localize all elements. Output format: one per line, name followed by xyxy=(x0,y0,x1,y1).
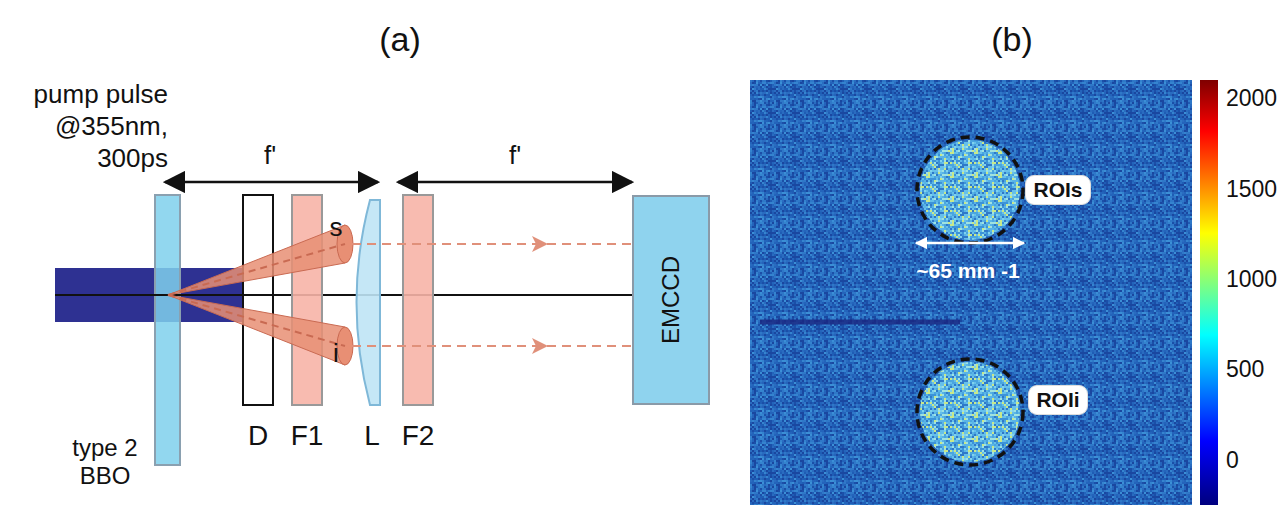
signal-beam xyxy=(352,243,632,245)
focal-length-arrow xyxy=(398,181,632,184)
idler-beam xyxy=(352,345,632,347)
beam-arrowhead xyxy=(532,236,548,252)
focal-length-arrow xyxy=(165,181,378,184)
roi-circle xyxy=(917,137,1023,243)
camera-box: EMCCD xyxy=(632,195,710,405)
part-label: F2 xyxy=(402,420,435,452)
signal-ray xyxy=(168,244,345,295)
colorbar-tick: 1500 xyxy=(1226,176,1277,202)
filter-f1 xyxy=(292,195,322,405)
part-label: pump pulse @355nm, 300ps xyxy=(3,78,168,174)
colorbar-tick: 0 xyxy=(1226,447,1239,473)
part-label: f' xyxy=(509,141,521,171)
idler-spot xyxy=(920,362,1020,462)
panel-label: (b) xyxy=(991,20,1033,59)
node-text: EMCCD xyxy=(657,256,685,344)
panel-label: (a) xyxy=(379,20,421,59)
signal-cone xyxy=(168,225,345,295)
node-text: ROIi xyxy=(1036,388,1079,412)
lens-l xyxy=(357,200,381,405)
node-text: ROIs xyxy=(1033,178,1082,202)
signal-spot xyxy=(920,140,1020,240)
colorbar-tick: 1000 xyxy=(1226,266,1277,292)
bbo-crystal xyxy=(155,195,180,465)
filter-f2 xyxy=(403,195,433,405)
camera-image xyxy=(750,80,1192,505)
pump-residue xyxy=(760,320,960,325)
idler-ray xyxy=(168,295,345,346)
optical-axis xyxy=(55,294,632,296)
colorbar xyxy=(1200,80,1218,505)
part-label: type 2 BBO xyxy=(58,434,153,489)
part-label: D xyxy=(248,420,268,452)
colorbar-tick: 2000 xyxy=(1226,85,1277,111)
part-label: L xyxy=(364,420,380,452)
dichroic-d xyxy=(243,195,273,405)
part-label: s xyxy=(330,213,343,243)
roi-circle xyxy=(917,359,1023,465)
part-label: F1 xyxy=(291,420,324,452)
part-label: ~65 mm -1 xyxy=(916,259,1019,283)
idler-cone xyxy=(168,295,345,365)
width-arrow xyxy=(916,242,1024,245)
part-label: f' xyxy=(264,141,276,171)
part-label: i xyxy=(333,339,339,369)
roi-tag: ROIs xyxy=(1025,175,1091,205)
colorbar-tick: 500 xyxy=(1226,356,1264,382)
beam-arrowhead xyxy=(532,338,548,354)
roi-tag: ROIi xyxy=(1028,385,1088,415)
